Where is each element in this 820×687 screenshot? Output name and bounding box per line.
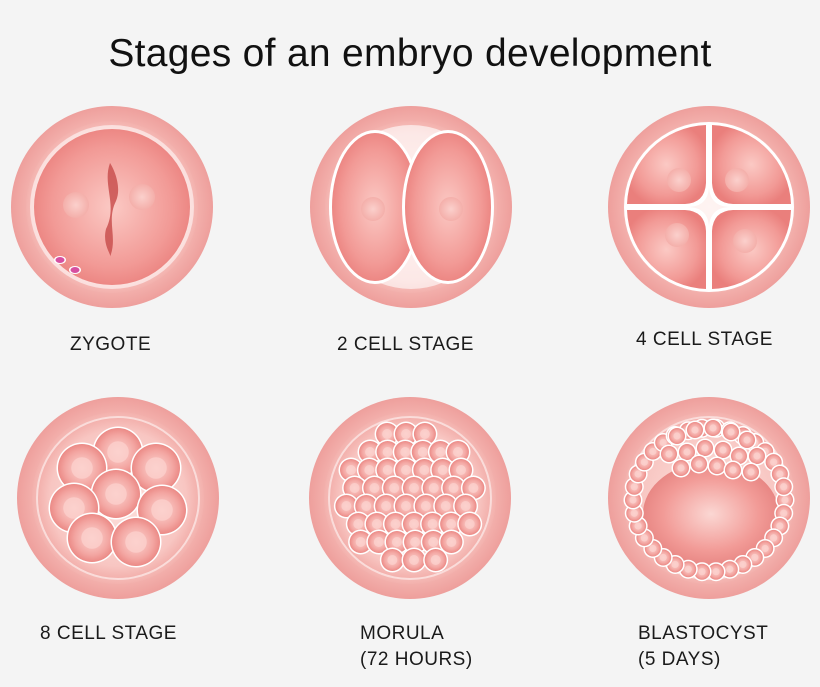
stage-label-zygote: ZYGOTE — [70, 334, 152, 355]
stage-sublabel-morula: (72 HOURS) — [360, 649, 473, 670]
stage-sublabel-blastocyst: (5 DAYS) — [638, 649, 721, 670]
eight-cell-illustration — [16, 396, 220, 600]
stage-label-eight-cell: 8 CELL STAGE — [40, 623, 177, 644]
stage-label-morula: MORULA — [360, 623, 445, 644]
stage-label-two-cell: 2 CELL STAGE — [337, 334, 474, 355]
two-cell-illustration — [309, 105, 513, 309]
blastocyst-illustration — [607, 396, 811, 600]
morula-illustration — [308, 396, 512, 600]
stage-label-blastocyst: BLASTOCYST — [638, 623, 769, 644]
stage-label-four-cell: 4 CELL STAGE — [636, 329, 773, 350]
four-cell-illustration — [607, 105, 811, 309]
page-title: Stages of an embryo development — [108, 32, 712, 75]
zygote-illustration — [10, 105, 214, 309]
